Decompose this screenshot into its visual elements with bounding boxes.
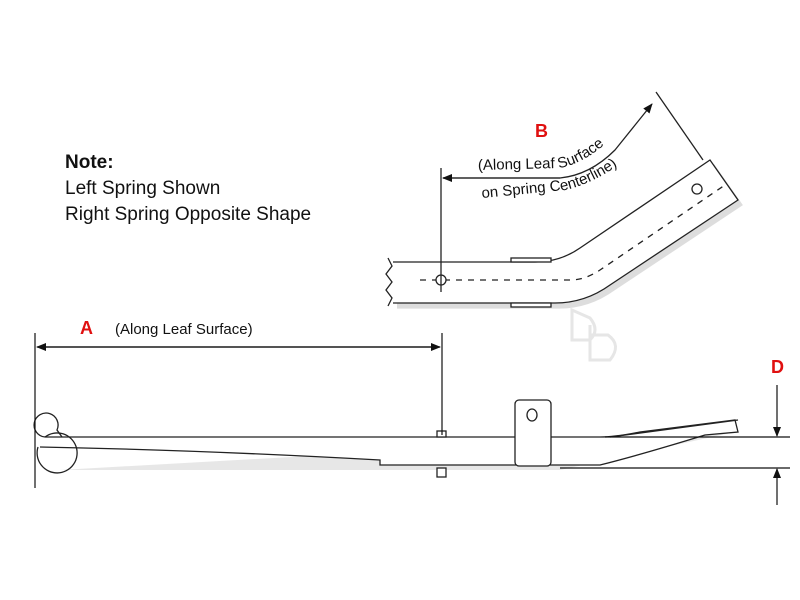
dimension-d [560,385,790,505]
dimension-a [34,333,443,488]
dimension-a-letter: A [80,318,93,338]
watermark-logo [570,307,617,362]
note-line-1: Left Spring Shown [65,178,221,199]
dimension-b-letter: B [535,121,548,141]
note-block: Note: Left Spring Shown Right Spring Opp… [65,150,311,228]
main-spring [33,399,739,478]
note-heading: Note: [65,152,114,173]
dimension-a-caption: (Along Leaf Surface) [115,321,253,338]
dimension-d-letter: D [771,357,784,377]
detail-view-spring-bend [385,91,739,308]
note-line-2: Right Spring Opposite Shape [65,204,312,225]
